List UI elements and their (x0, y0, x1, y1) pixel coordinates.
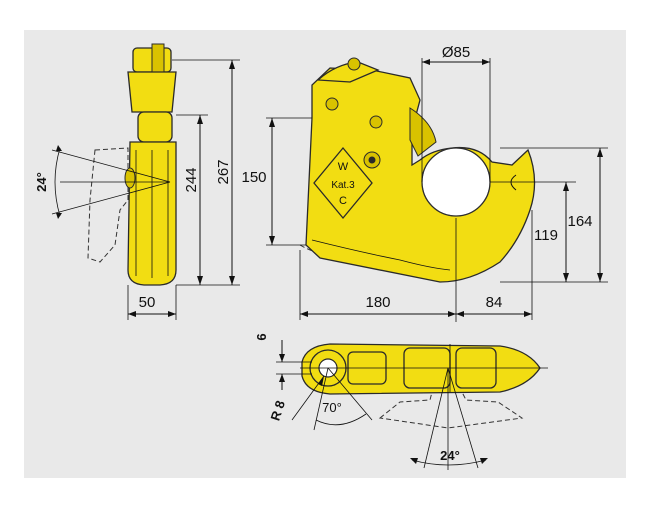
dim-150-label: 150 (241, 169, 266, 186)
front-view-handle-knob (347, 57, 361, 71)
side-view-upper-stem (127, 71, 177, 113)
marking-letter-bottom: C (339, 195, 347, 207)
front-view-pin (369, 115, 383, 129)
front-view-body (305, 67, 536, 283)
side-view-neck (137, 111, 173, 143)
dim-244-label: 244 (183, 167, 200, 192)
front-view-contour (311, 239, 451, 271)
dim-180-84: 180 84 (299, 210, 533, 322)
swing-angle-left-label: 24° (34, 172, 49, 192)
dim-150: 150 (241, 117, 312, 246)
marking-category: Kat.3 (331, 180, 355, 191)
swing-angle-left: 24° (34, 145, 171, 219)
dim-70-label: 70° (322, 400, 342, 415)
dim-bore-diameter: Ø85 (421, 44, 491, 182)
swing-angle-bottom: 24° (410, 367, 488, 470)
top-view-swing-outline (378, 391, 524, 429)
dim-50: 50 (127, 285, 177, 320)
front-view-handle (316, 61, 380, 83)
dim-r8-label: R 8 (267, 399, 288, 423)
dim-164: 164 (500, 147, 608, 283)
dim-119-label: 119 (534, 227, 558, 244)
side-view (87, 43, 177, 286)
dim-164-label: 164 (567, 213, 592, 230)
dim-84-label: 84 (486, 294, 503, 311)
front-view-pin (325, 97, 339, 111)
dim-r8: R 8 (267, 375, 325, 423)
side-view-latch (124, 167, 136, 189)
dim-70: 70° (313, 367, 373, 431)
dim-bore-diameter-label: Ø85 (442, 44, 470, 61)
dim-267-label: 267 (215, 159, 232, 184)
dim-180-label: 180 (365, 294, 390, 311)
side-view-swing-outline (87, 147, 129, 263)
marking-diamond (313, 146, 373, 220)
side-view-top-bolt (151, 43, 165, 73)
marking-letter-top: W (338, 161, 349, 173)
dim-50-label: 50 (139, 294, 156, 311)
front-view: W Kat.3 C (299, 57, 536, 283)
swing-angle-bottom-label: 24° (440, 448, 460, 463)
dim-6: 6 (254, 333, 312, 390)
front-view-pin-center (368, 156, 376, 164)
dim-119: 119 (490, 181, 576, 282)
front-view-latch (409, 107, 437, 157)
dim-244: 244 (176, 114, 240, 286)
dim-6-label: 6 (254, 333, 269, 340)
dim-267: 267 (172, 59, 240, 285)
